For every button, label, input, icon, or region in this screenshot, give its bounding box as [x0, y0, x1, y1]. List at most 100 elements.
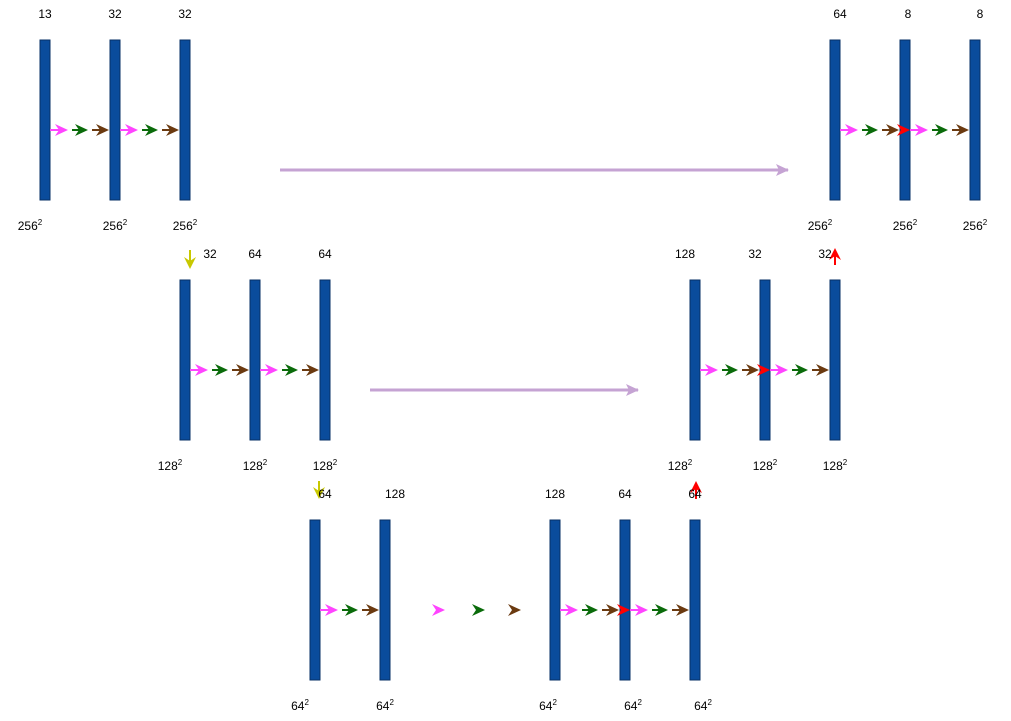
conv-arrow-icon: [325, 604, 338, 616]
size-exponent: 2: [688, 458, 693, 467]
size-value: 128: [243, 459, 263, 473]
size-value: 64: [539, 699, 553, 713]
channel-label-dec2-c1: 32: [748, 247, 762, 261]
size-value: 256: [103, 219, 123, 233]
activation-arrow-icon: [366, 604, 379, 616]
layer-bar-dec2-cat: [689, 279, 701, 441]
layer-bar-enc2-in: [179, 279, 191, 441]
conv-arrow-icon: [432, 604, 445, 616]
conv-arrow-icon: [195, 364, 208, 376]
conv-arrow-icon: [565, 604, 578, 616]
size-exponent: 2: [333, 458, 338, 467]
size-value: 128: [158, 459, 178, 473]
channel-label-dec1-c1: 8: [905, 7, 912, 21]
size-exponent: 2: [123, 218, 128, 227]
batchnorm-arrow-icon: [725, 364, 738, 376]
layer-bar-dec1-cat: [829, 39, 841, 201]
size-label-enc2-in: 1282: [158, 458, 183, 473]
batchnorm-arrow-icon: [865, 124, 878, 136]
size-label-dec2-c2: 1282: [823, 458, 848, 473]
activation-arrow-icon: [236, 364, 249, 376]
activation-arrow-icon: [306, 364, 319, 376]
size-label-enc1-c2: 2562: [173, 218, 198, 233]
size-exponent: 2: [707, 698, 712, 707]
size-exponent: 2: [913, 218, 918, 227]
batchnorm-arrow-icon: [285, 364, 298, 376]
layer-bar-enc2-c1: [249, 279, 261, 441]
size-label-bott-in: 642: [291, 698, 309, 713]
size-value: 256: [808, 219, 828, 233]
channel-label-bott-in: 64: [318, 487, 332, 501]
size-label-enc1-c1: 2562: [103, 218, 128, 233]
channel-label-dec1-cat: 64: [833, 7, 847, 21]
size-label-enc2-c1: 1282: [243, 458, 268, 473]
size-exponent: 2: [178, 458, 183, 467]
layer-bar-bott-c2: [549, 519, 561, 681]
conv-arrow-icon: [915, 124, 928, 136]
size-label-dec1-c1: 2562: [893, 218, 918, 233]
layer-bar-enc1-in: [39, 39, 51, 201]
activation-arrow-icon: [816, 364, 829, 376]
channel-label-dec2-c2: 32: [818, 247, 832, 261]
layer-bar-dec1-out: [969, 39, 981, 201]
channel-label-enc1-c1: 32: [108, 7, 122, 21]
conv-arrow-icon: [265, 364, 278, 376]
size-value: 256: [18, 219, 38, 233]
layer-bar-enc2-c2: [319, 279, 331, 441]
channel-label-enc2-c1: 64: [248, 247, 262, 261]
activation-arrow-icon: [96, 124, 109, 136]
size-label-enc2-c2: 1282: [313, 458, 338, 473]
concat-arrow-icon: [757, 364, 770, 376]
batchnorm-arrow-icon: [935, 124, 948, 136]
size-value: 64: [694, 699, 708, 713]
batchnorm-arrow-icon: [145, 124, 158, 136]
channel-label-enc1-c2: 32: [178, 7, 192, 21]
size-exponent: 2: [843, 458, 848, 467]
layer-bar-enc1-c2: [179, 39, 191, 201]
size-exponent: 2: [193, 218, 198, 227]
size-exponent: 2: [828, 218, 833, 227]
batchnorm-arrow-icon: [345, 604, 358, 616]
layer-bar-dec2-c1: [759, 279, 771, 441]
size-value: 128: [753, 459, 773, 473]
conv-arrow-icon: [125, 124, 138, 136]
size-value: 256: [893, 219, 913, 233]
batchnorm-arrow-icon: [795, 364, 808, 376]
size-label-bott-c1: 642: [376, 698, 394, 713]
channel-label-bott-c3: 64: [618, 487, 632, 501]
channel-label-enc2-c2: 64: [318, 247, 332, 261]
size-value: 256: [173, 219, 193, 233]
activation-arrow-icon: [166, 124, 179, 136]
channel-label-bott-c1: 128: [385, 487, 405, 501]
channel-label-dec2-cat: 128: [675, 247, 695, 261]
size-exponent: 2: [38, 218, 43, 227]
size-exponent: 2: [983, 218, 988, 227]
activation-arrow-icon: [956, 124, 969, 136]
size-label-dec2-c1: 1282: [753, 458, 778, 473]
size-exponent: 2: [637, 698, 642, 707]
size-exponent: 2: [304, 698, 309, 707]
downsample-arrow-icon: [184, 257, 196, 269]
size-value: 128: [823, 459, 843, 473]
upsample-arrow-icon: [829, 248, 841, 260]
size-label-bott-c3: 642: [624, 698, 642, 713]
channel-label-bott-c2: 128: [545, 487, 565, 501]
layer-bar-bott-c3: [619, 519, 631, 681]
size-exponent: 2: [389, 698, 394, 707]
size-exponent: 2: [552, 698, 557, 707]
concat-arrow-icon: [617, 604, 630, 616]
downsample-arrow-icon: [313, 487, 325, 499]
size-value: 128: [668, 459, 688, 473]
size-value: 64: [376, 699, 390, 713]
channel-label-enc1-in: 13: [38, 7, 52, 21]
size-exponent: 2: [773, 458, 778, 467]
layer-bar-dec1-c1: [899, 39, 911, 201]
upsample-arrow-icon: [690, 481, 702, 493]
size-label-bott-c2: 642: [539, 698, 557, 713]
concat-arrow-icon: [897, 124, 910, 136]
batchnorm-arrow-icon: [472, 604, 485, 616]
batchnorm-arrow-icon: [75, 124, 88, 136]
activation-arrow-icon: [606, 604, 619, 616]
